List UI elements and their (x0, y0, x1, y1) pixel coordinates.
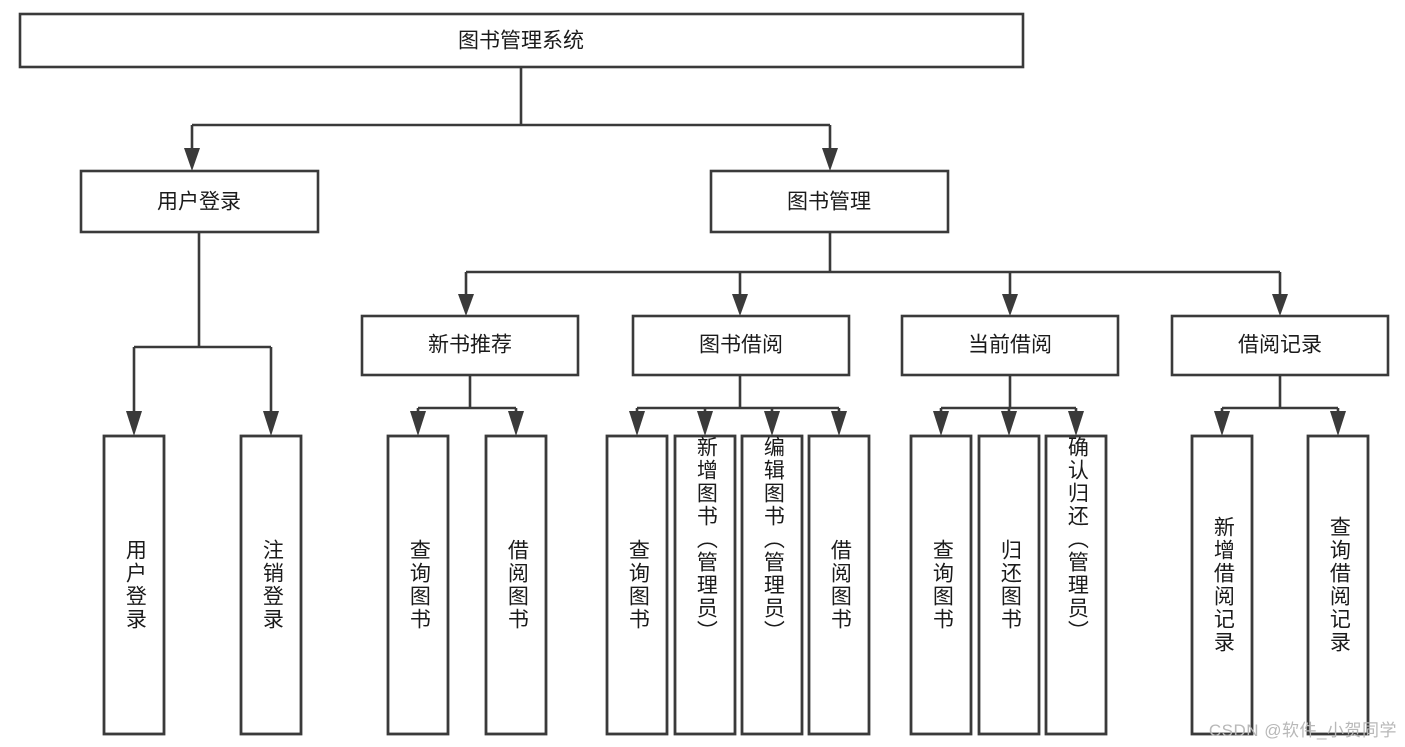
arrow-book-manage (822, 148, 838, 171)
leaf-box-current-borrow-3[interactable] (1044, 434, 1108, 736)
node-new-book-box[interactable] (360, 314, 580, 377)
arrow-nb-leaf1 (410, 411, 426, 436)
node-user-login-box[interactable] (79, 169, 320, 234)
node-borrow-record-label: 借阅记录 (1238, 334, 1322, 357)
leaf-box-new-book-1[interactable] (386, 434, 450, 736)
arrow-current-borrow (1002, 294, 1018, 316)
arrow-nb-leaf2 (508, 411, 524, 436)
arrow-user-login (184, 148, 200, 171)
arrow-bb-leaf4 (831, 411, 847, 436)
arrow-cb-leaf3 (1068, 411, 1084, 436)
csdn-watermark: CSDN @软件_小贺同学 (1208, 721, 1397, 740)
arrow-cb-leaf1 (933, 411, 949, 436)
node-book-manage-label: 图书管理 (787, 191, 871, 214)
arrow-br-leaf1 (1214, 411, 1230, 436)
arrow-bb-leaf1 (629, 411, 645, 436)
leaf-box-book-borrow-3[interactable] (740, 434, 804, 736)
node-root-box[interactable] (18, 12, 1025, 69)
node-current-borrow-box[interactable] (900, 314, 1120, 377)
leaf-box-book-borrow-1[interactable] (605, 434, 669, 736)
arrow-ul-leaf1 (126, 411, 142, 436)
arrow-ul-leaf2 (263, 411, 279, 436)
node-book-manage-box[interactable] (709, 169, 950, 234)
connector-layer (126, 67, 1346, 436)
arrow-borrow-record (1272, 294, 1288, 316)
leaf-box-book-borrow-2[interactable] (673, 434, 737, 736)
leaf-box-user-login-2[interactable] (239, 434, 303, 736)
arrow-bb-leaf3 (764, 411, 780, 436)
node-current-borrow-label: 当前借阅 (968, 334, 1052, 357)
arrow-new-book (458, 294, 474, 316)
node-borrow-record-box[interactable] (1170, 314, 1390, 377)
arrow-book-borrow (732, 294, 748, 316)
leaf-box-borrow-record-1[interactable] (1190, 434, 1254, 736)
leaf-box-book-borrow-4[interactable] (807, 434, 871, 736)
leaf-box-current-borrow-1[interactable] (909, 434, 973, 736)
node-book-borrow-box[interactable] (631, 314, 851, 377)
node-new-book-label: 新书推荐 (428, 334, 512, 357)
leaf-box-borrow-record-2[interactable] (1306, 434, 1370, 736)
arrow-cb-leaf2 (1001, 411, 1017, 436)
arrow-bb-leaf2 (697, 411, 713, 436)
node-user-login-label: 用户登录 (157, 191, 241, 214)
leaf-box-new-book-2[interactable] (484, 434, 548, 736)
arrow-br-leaf2 (1330, 411, 1346, 436)
leaf-box-user-login-1[interactable] (102, 434, 166, 736)
node-layer: 图书管理系统 用户登录 图书管理 新书推荐 图书借阅 当前借阅 借阅记录 (18, 12, 1390, 736)
node-root-label: 图书管理系统 (458, 30, 584, 53)
node-book-borrow-label: 图书借阅 (699, 334, 783, 357)
leaf-box-current-borrow-2[interactable] (977, 434, 1041, 736)
